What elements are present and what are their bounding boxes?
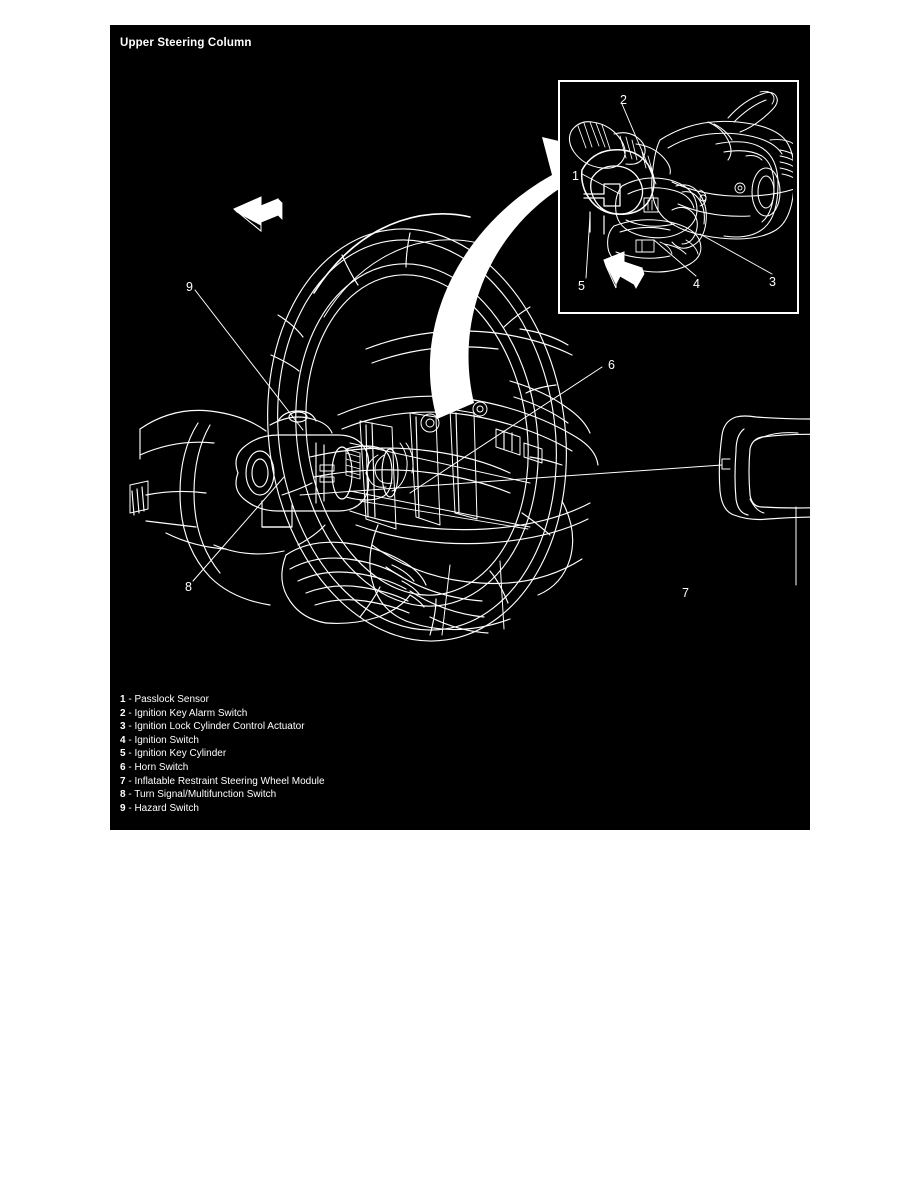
legend-number: 2 [120, 707, 126, 719]
page-title: Upper Steering Column [120, 37, 252, 49]
legend-label: Passlock Sensor [134, 694, 209, 705]
legend-separator: - [125, 802, 135, 814]
legend-label: Horn Switch [134, 761, 189, 773]
legend-number: 7 [120, 775, 126, 787]
legend-item: 2 - Ignition Key Alarm Switch [120, 707, 540, 721]
legend-item: 1 - Passlock Sensor [120, 693, 540, 707]
illustration-panel: Upper Steering Column [110, 25, 810, 830]
legend-number: 5 [120, 748, 126, 760]
orientation-arrow-inset [603, 251, 645, 289]
legend-separator: - [125, 775, 135, 787]
legend-separator: - [125, 789, 135, 801]
legend-number: 8 [120, 789, 126, 801]
legend-label: Ignition Key Cylinder [134, 748, 227, 760]
main-callout-8: 8 [185, 580, 192, 594]
legend-number: 1 [120, 694, 126, 705]
legend-separator: - [125, 707, 135, 719]
legend-label: Turn Signal/Multifunction Switch [134, 789, 277, 801]
legend-separator: - [125, 734, 135, 746]
legend-separator: - [125, 748, 135, 760]
legend-label: Ignition Key Alarm Switch [134, 707, 248, 719]
steering-column-detail-illustration [568, 90, 793, 289]
legend-item: 8 - Turn Signal/Multifunction Switch [120, 788, 540, 802]
legend-item: 3 - Ignition Lock Cylinder Control Actua… [120, 720, 540, 734]
legend-item: 6 - Horn Switch [120, 761, 540, 775]
legend-label: Ignition Switch [134, 734, 199, 746]
inset-callout-4: 4 [693, 277, 700, 291]
legend-label: Hazard Switch [134, 802, 199, 814]
legend-item: 5 - Ignition Key Cylinder [120, 747, 540, 761]
inset-callout-2: 2 [620, 93, 627, 107]
legend-number: 4 [120, 734, 126, 746]
detail-inset: 2 1 5 4 3 [558, 80, 799, 314]
legend-item: 7 - Inflatable Restraint Steering Wheel … [120, 775, 540, 789]
legend-separator: - [125, 694, 135, 705]
legend-label: Inflatable Restraint Steering Wheel Modu… [134, 775, 325, 787]
inset-callout-5: 5 [578, 279, 585, 293]
legend-number: 3 [120, 721, 126, 733]
legend-separator: - [125, 721, 135, 733]
legend-item: 9 - Hazard Switch [120, 802, 540, 816]
orientation-arrow-main [233, 196, 283, 233]
main-callout-9: 9 [186, 280, 193, 294]
legend-number: 9 [120, 802, 126, 814]
legend-item: 4 - Ignition Switch [120, 734, 540, 748]
main-callout-6: 6 [608, 358, 615, 372]
legend-label: Ignition Lock Cylinder Control Actuator [134, 721, 305, 733]
legend-separator: - [125, 761, 135, 773]
legend: 1 - Passlock Sensor 2 - Ignition Key Ala… [120, 693, 540, 815]
inset-callout-1: 1 [572, 169, 579, 183]
main-callout-7: 7 [682, 586, 689, 600]
legend-number: 6 [120, 761, 126, 773]
inset-callout-3: 3 [769, 275, 776, 289]
